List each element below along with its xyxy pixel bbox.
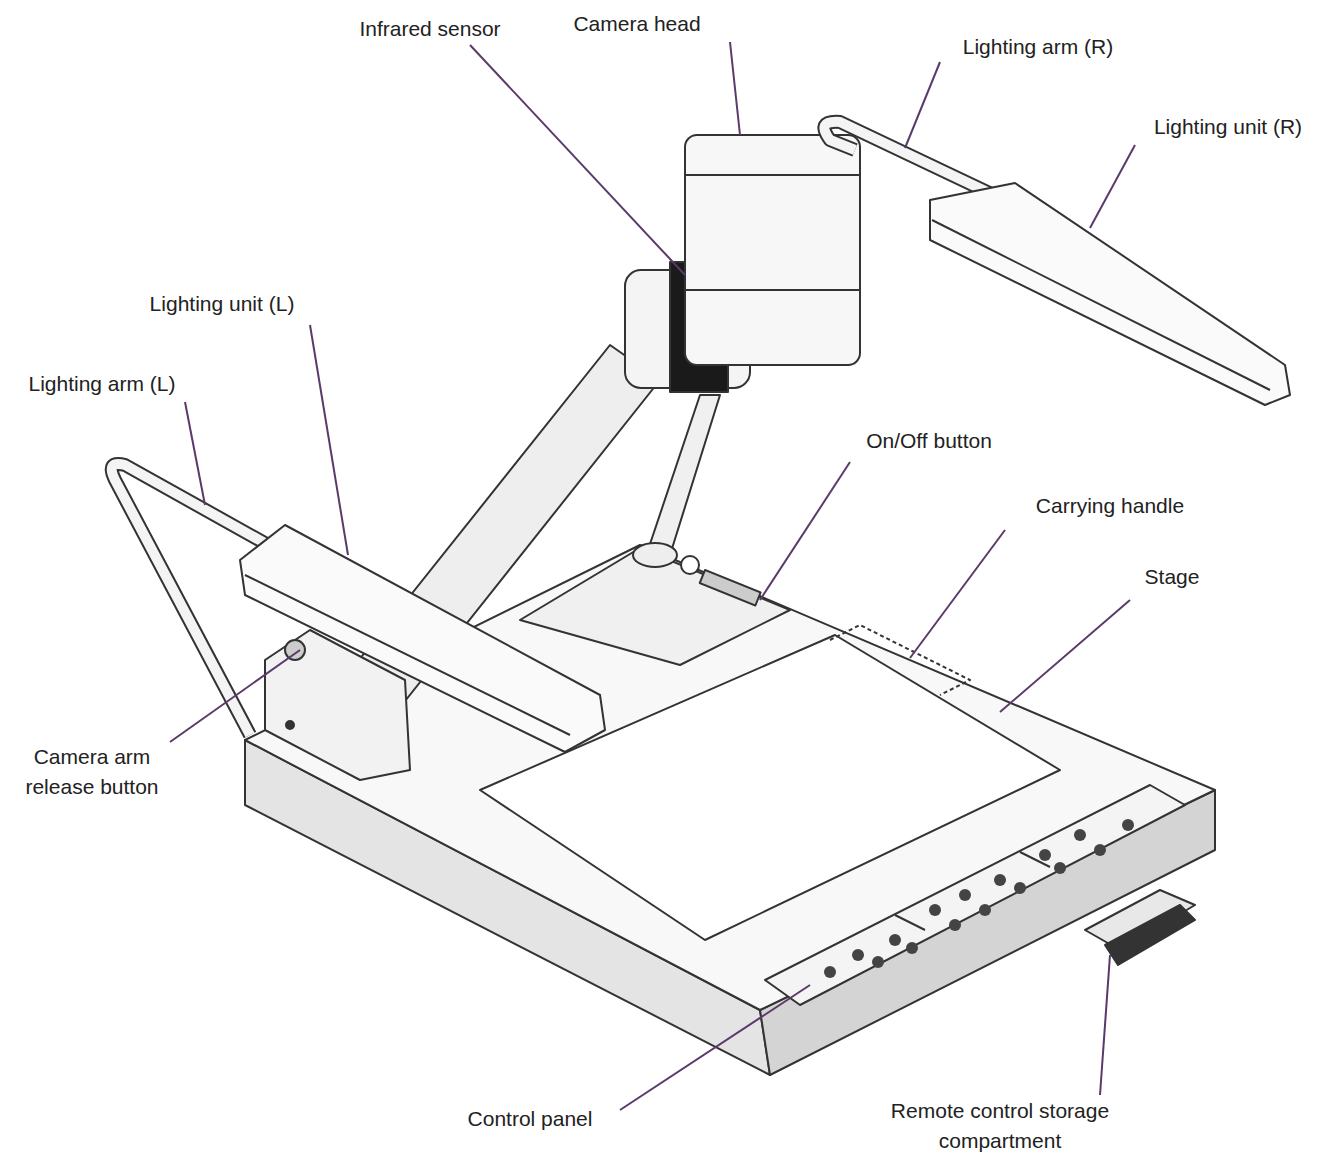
part-label: Lighting unit (L) [150,289,295,319]
part-label: Infrared sensor [359,14,500,44]
part-label: Lighting arm (L) [28,369,175,399]
part-label: Camera arm release button [5,742,180,802]
button-dots [824,819,1134,978]
part-label: On/Off button [866,426,992,456]
part-label: Remote control storage compartment [875,1096,1125,1156]
part-label: Control panel [468,1104,593,1134]
part-label: Stage [1145,562,1200,592]
part-label: Carrying handle [1036,491,1184,521]
part-label: Lighting arm (R) [963,32,1114,62]
part-label: Lighting unit (R) [1154,112,1302,142]
leader-lines [170,42,1135,1110]
part-label: Camera head [573,9,700,39]
